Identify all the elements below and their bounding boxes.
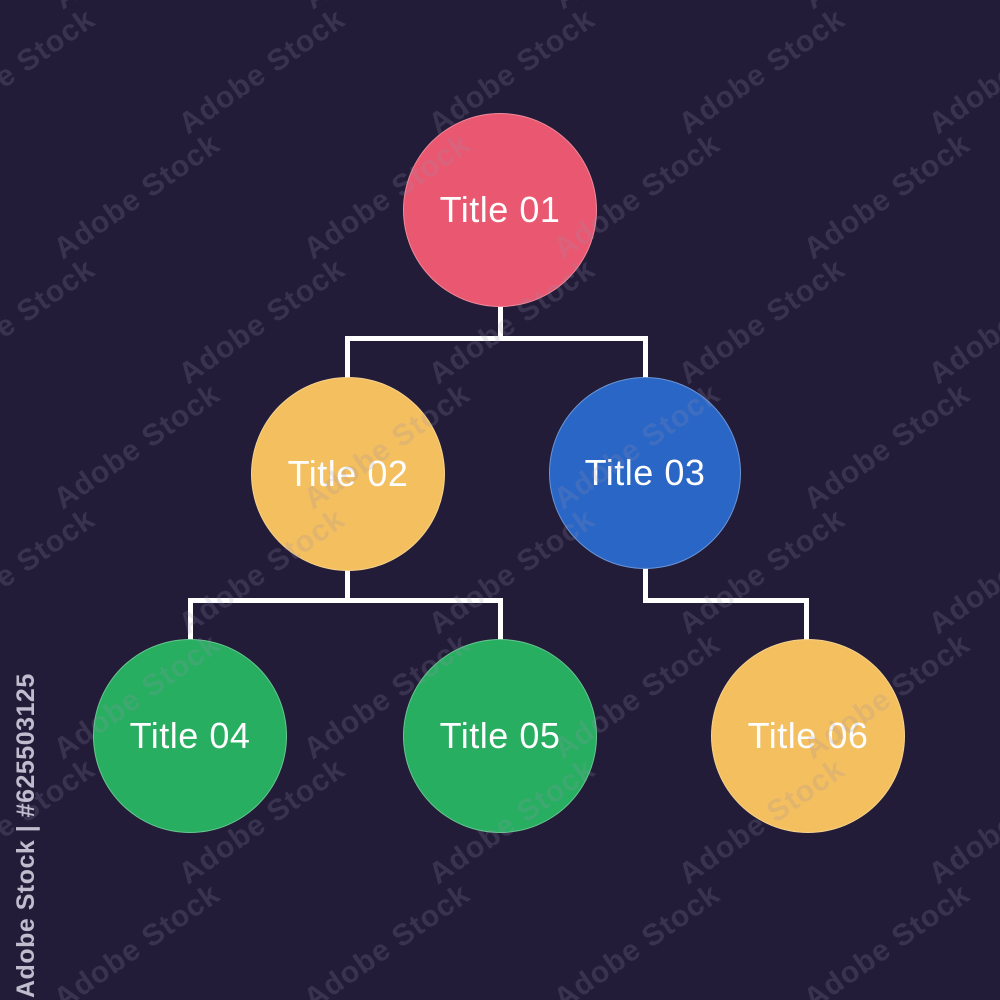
- connector-level1-hbar: [345, 336, 648, 341]
- connector-level2-hbar-right: [643, 598, 809, 603]
- node-title-05-label: Title 05: [439, 715, 561, 756]
- node-title-01-label: Title 01: [439, 189, 561, 230]
- node-title-05: Title 05: [403, 639, 597, 833]
- node-title-02-label: Title 02: [287, 453, 409, 494]
- node-title-03: Title 03: [549, 377, 741, 569]
- node-title-01: Title 01: [403, 113, 597, 307]
- node-title-03-label: Title 03: [584, 452, 706, 493]
- node-title-02: Title 02: [251, 377, 445, 571]
- node-title-04-label: Title 04: [129, 715, 251, 756]
- node-title-04: Title 04: [93, 639, 287, 833]
- node-title-06-label: Title 06: [747, 715, 869, 756]
- connector-level2-hbar-left: [188, 598, 503, 603]
- node-title-06: Title 06: [711, 639, 905, 833]
